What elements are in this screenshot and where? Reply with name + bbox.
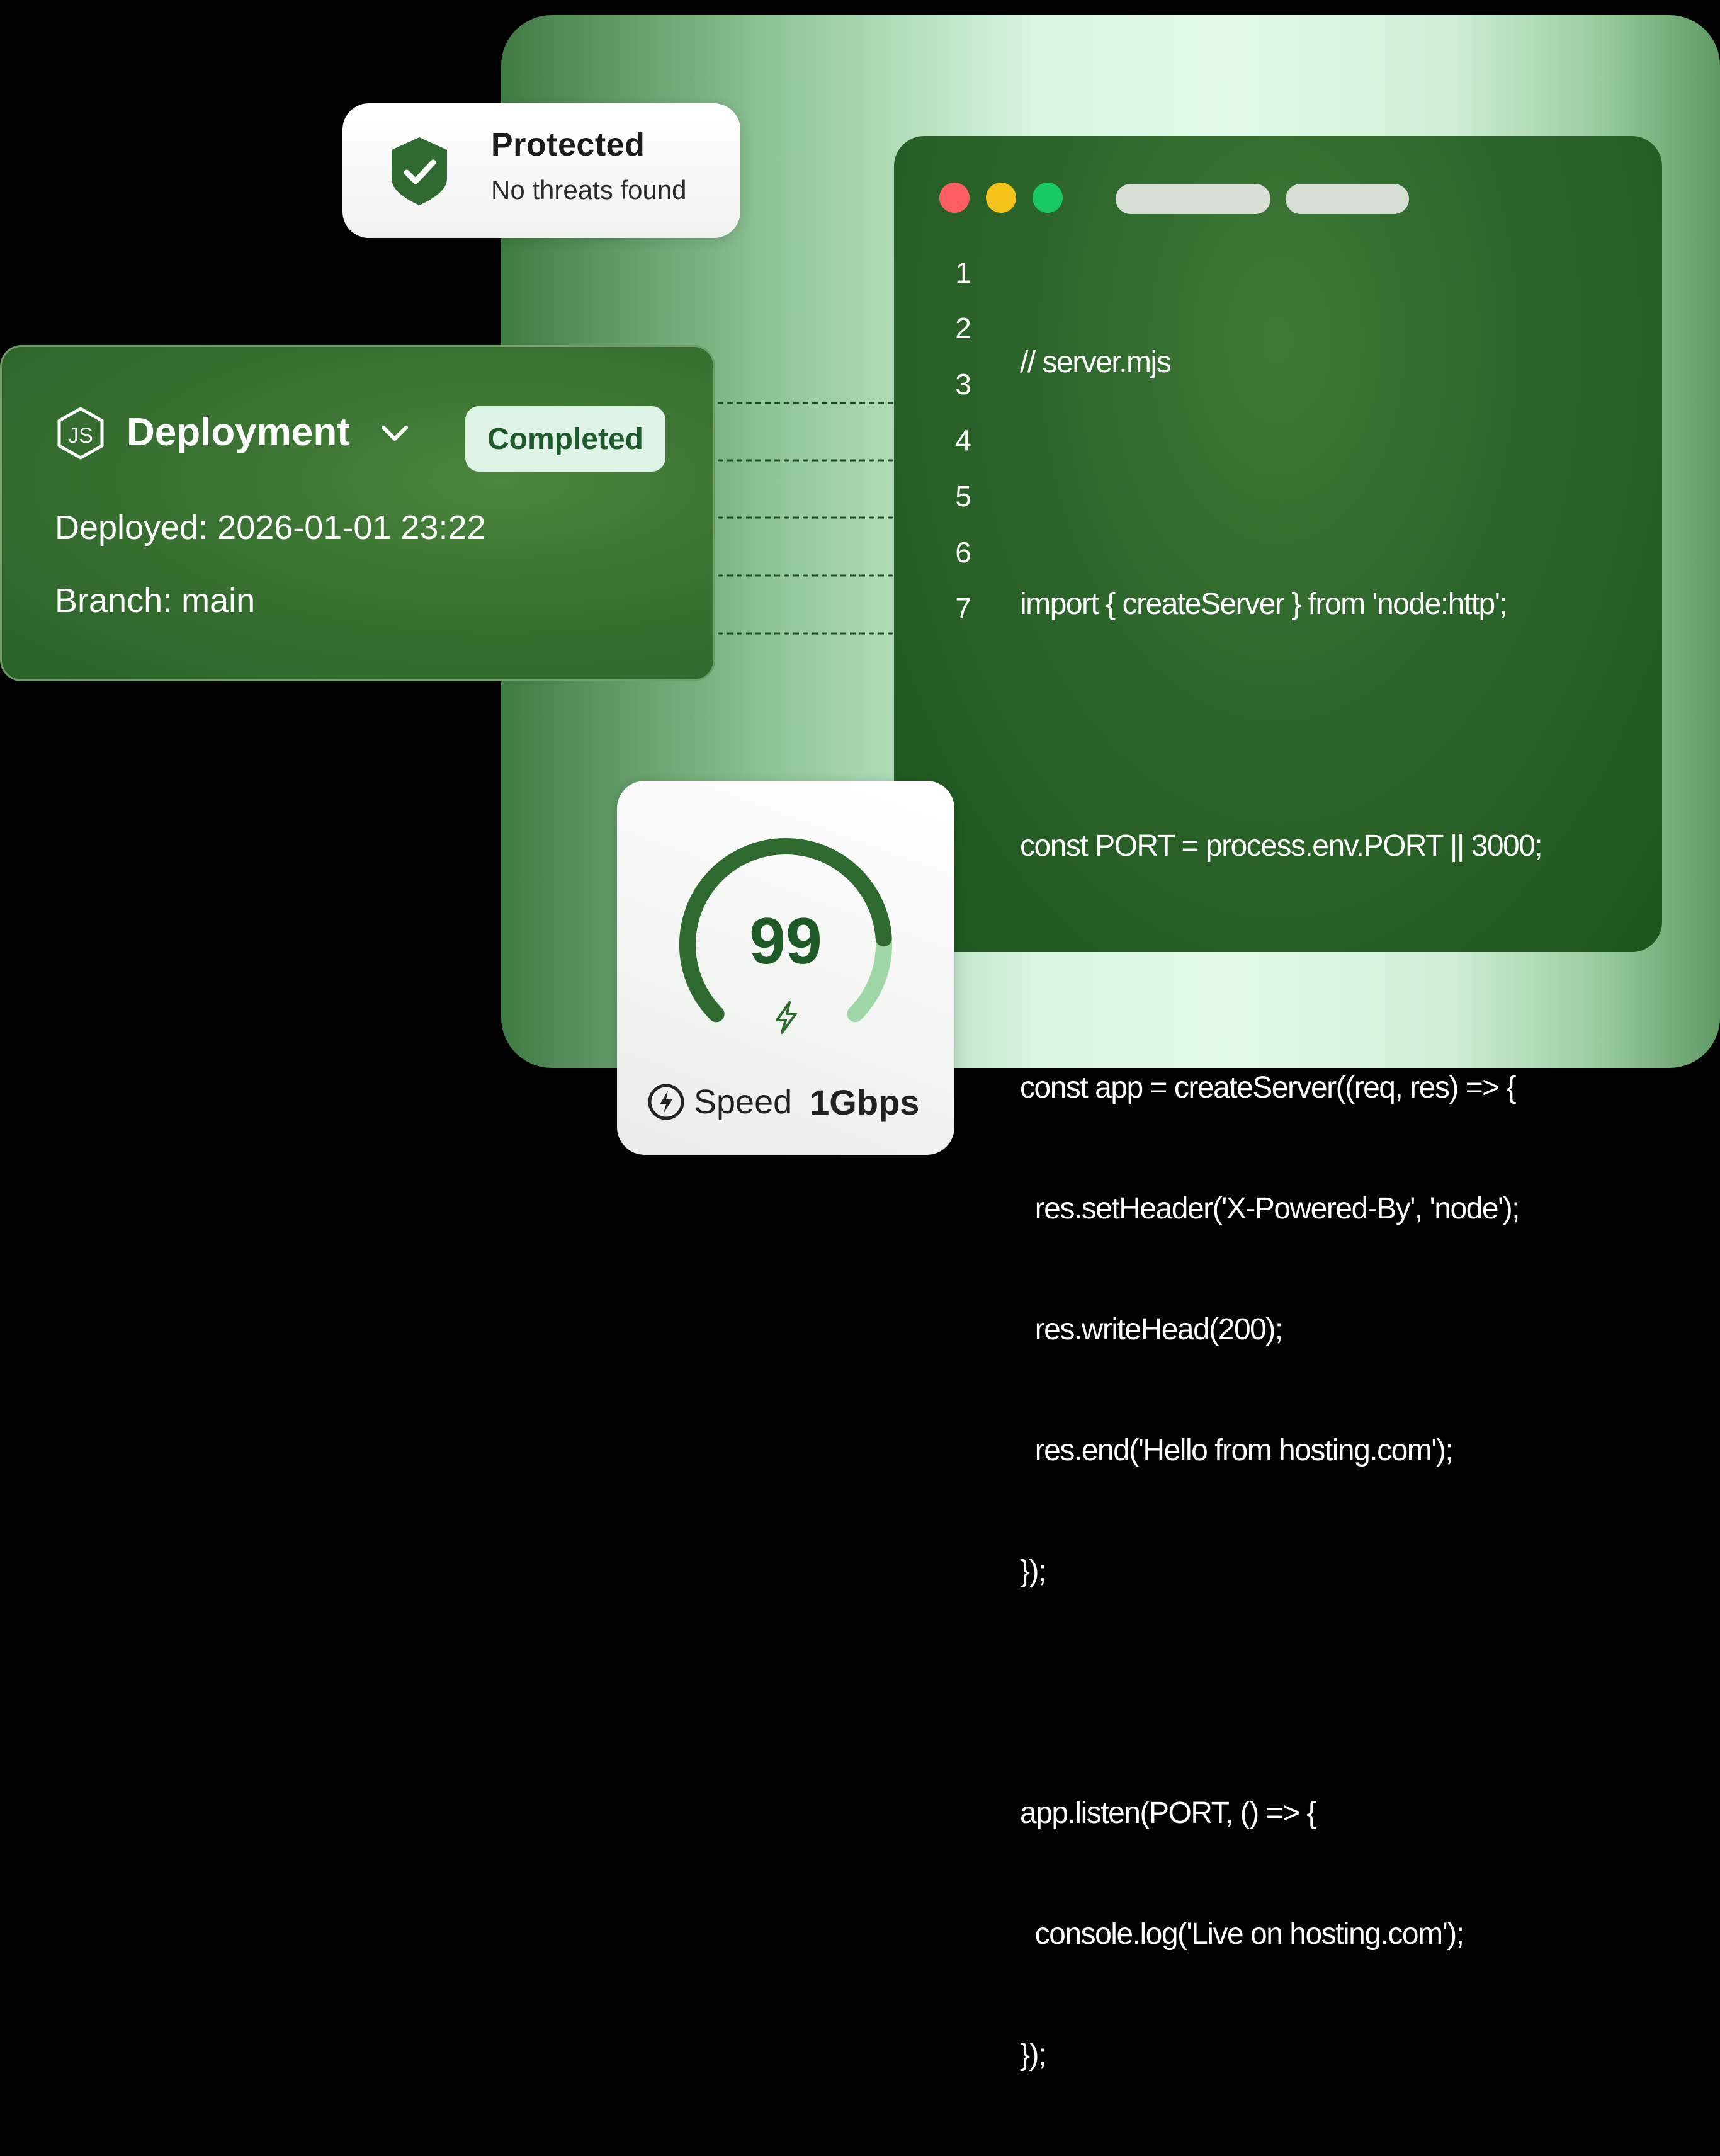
speed-value: 1Gbps xyxy=(810,1082,920,1122)
line-number: 4 xyxy=(955,424,971,457)
code-line: app.listen(PORT, () => { xyxy=(1020,1796,1317,1830)
speed-card: 99 Speed 1Gbps xyxy=(617,781,954,1155)
code-line: res.writeHead(200); xyxy=(1020,1313,1284,1346)
editor-tab-placeholder[interactable] xyxy=(1286,184,1409,214)
code-line xyxy=(1020,1672,1649,1713)
code-line: console.log('Live on hosting.com'); xyxy=(1020,1917,1464,1951)
deployed-timestamp: Deployed: 2026-01-01 23:22 xyxy=(55,509,486,547)
editor-tab-placeholder[interactable] xyxy=(1116,184,1270,214)
deployment-card: JS Deployment Completed Deployed: 2026-0… xyxy=(0,345,715,681)
chevron-down-icon[interactable] xyxy=(378,421,411,446)
svg-text:JS: JS xyxy=(68,424,93,448)
protected-card: Protected No threats found xyxy=(342,103,740,238)
code-line: res.end('Hello from hosting.com'); xyxy=(1020,1434,1454,1467)
line-number: 3 xyxy=(955,368,971,400)
minimize-window-dot[interactable] xyxy=(986,183,1016,213)
close-window-dot[interactable] xyxy=(939,183,970,213)
maximize-window-dot[interactable] xyxy=(1033,183,1063,213)
line-number: 2 xyxy=(955,312,971,344)
code-line: }); xyxy=(1020,1555,1046,1588)
nodejs-icon: JS xyxy=(57,407,104,460)
line-number: 6 xyxy=(955,536,971,569)
lightning-icon xyxy=(776,1001,797,1034)
code-line xyxy=(1020,947,1649,987)
status-badge: Completed xyxy=(465,406,665,472)
code-line: import { createServer } from 'node:http'… xyxy=(1020,587,1508,621)
line-number: 1 xyxy=(955,256,971,289)
code-line: const app = createServer((req, res) => { xyxy=(1020,1071,1517,1104)
code-line: }); xyxy=(1020,2038,1046,2072)
lightning-circle-icon xyxy=(648,1084,684,1120)
speed-label: Speed xyxy=(694,1083,793,1121)
speed-row: Speed 1Gbps xyxy=(646,1077,919,1127)
code-line xyxy=(1020,463,1649,504)
shield-check-icon xyxy=(392,137,447,205)
code-line xyxy=(1020,705,1649,746)
code-line: res.setHeader('X-Powered-By', 'node'); xyxy=(1020,1192,1520,1225)
branch-label: Branch: main xyxy=(55,582,256,620)
speed-gauge xyxy=(679,838,892,1023)
code-line: // server.mjs xyxy=(1020,346,1172,379)
protected-title: Protected xyxy=(491,127,645,163)
line-number: 5 xyxy=(955,480,971,513)
line-number: 7 xyxy=(955,592,971,625)
protected-subtitle: No threats found xyxy=(491,175,687,205)
code-line: const PORT = process.env.PORT || 3000; xyxy=(1020,829,1543,863)
code-content[interactable]: // server.mjs import { createServer } fr… xyxy=(1020,262,1649,2156)
code-editor-window: 1 2 3 4 5 6 7 // server.mjs import { cre… xyxy=(894,136,1662,2072)
deployment-title: Deployment xyxy=(127,411,350,454)
connector-lines xyxy=(718,402,895,635)
speed-score: 99 xyxy=(749,905,822,978)
